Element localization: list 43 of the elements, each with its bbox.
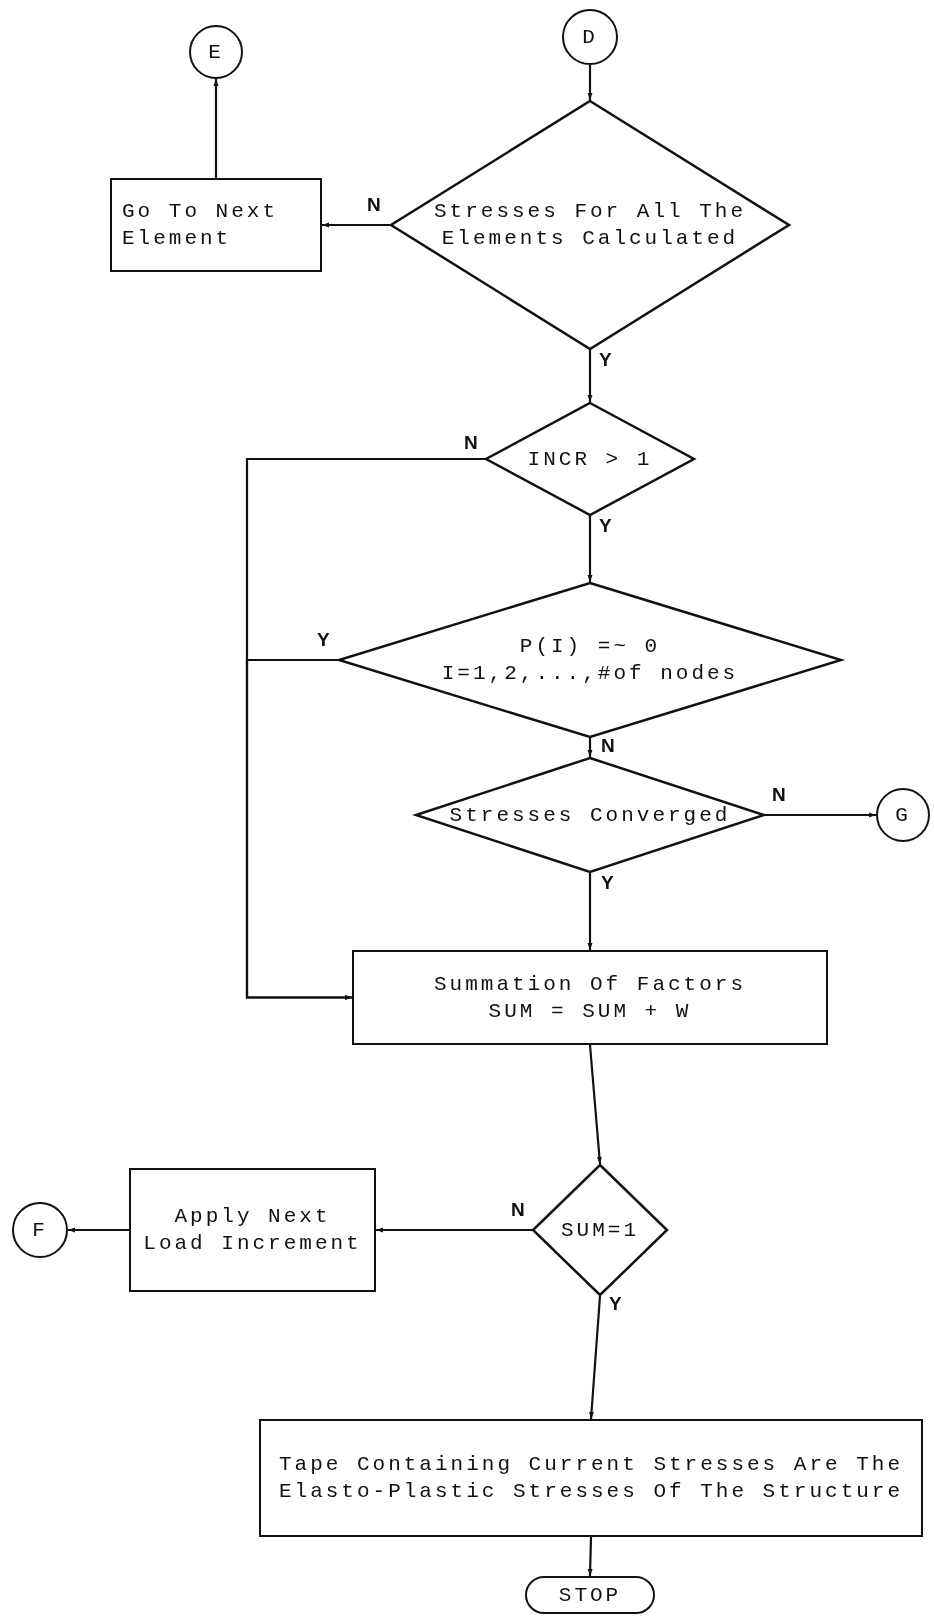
decision-diamond (532, 1164, 668, 1296)
step-text: Go To Next Element (122, 199, 280, 252)
process-box (259, 1419, 923, 1537)
condition-text: INCR > 1 (527, 446, 653, 473)
connector-circle (189, 25, 243, 79)
arrow (587, 1536, 593, 1577)
step-text: Apply Next Load Increment (142, 1204, 363, 1257)
connector-circle (876, 788, 930, 842)
connector-letter: D (582, 24, 598, 51)
arrow (587, 516, 593, 582)
arrow (587, 350, 593, 402)
connector-letter: F (32, 1217, 48, 1244)
step-text: SUM = SUM + W (488, 998, 692, 1025)
decision-diamond (338, 582, 842, 738)
process-box (352, 950, 828, 1045)
step-text: Tape Containing Current Stresses Are The Elasto-Plastic Stresses Of The Structure (277, 1452, 905, 1505)
step-text: Summation Of Factors (433, 971, 746, 998)
condition-text: SUM=1 (561, 1217, 639, 1244)
condition-text: Stresses For All The Elements Calculated (432, 199, 747, 252)
arrow (213, 79, 219, 178)
arrow (589, 1295, 602, 1420)
decision-diamond (485, 402, 695, 516)
terminal-text: STOP (558, 1582, 622, 1609)
arrow (588, 1044, 602, 1165)
arrow (587, 738, 593, 757)
condition-text: I=1,2,...,#of nodes (441, 661, 739, 687)
arrow (376, 1227, 532, 1233)
decision-diamond (390, 100, 790, 350)
process-box (129, 1168, 376, 1292)
arrow (765, 812, 876, 818)
condition-text: Stresses Converged (449, 802, 731, 829)
arrow (587, 65, 593, 100)
connector-circle (562, 9, 618, 65)
connector-letter: G (895, 802, 911, 829)
connector-circle (12, 1202, 68, 1258)
arrow (587, 873, 593, 950)
arrow (245, 658, 352, 1000)
decision-diamond (415, 757, 765, 873)
connector-letter: E (208, 39, 224, 66)
arrow (322, 222, 390, 228)
arrow (68, 1227, 129, 1233)
condition-text: P(I) =~ 0 (519, 634, 661, 660)
process-box (110, 178, 322, 272)
